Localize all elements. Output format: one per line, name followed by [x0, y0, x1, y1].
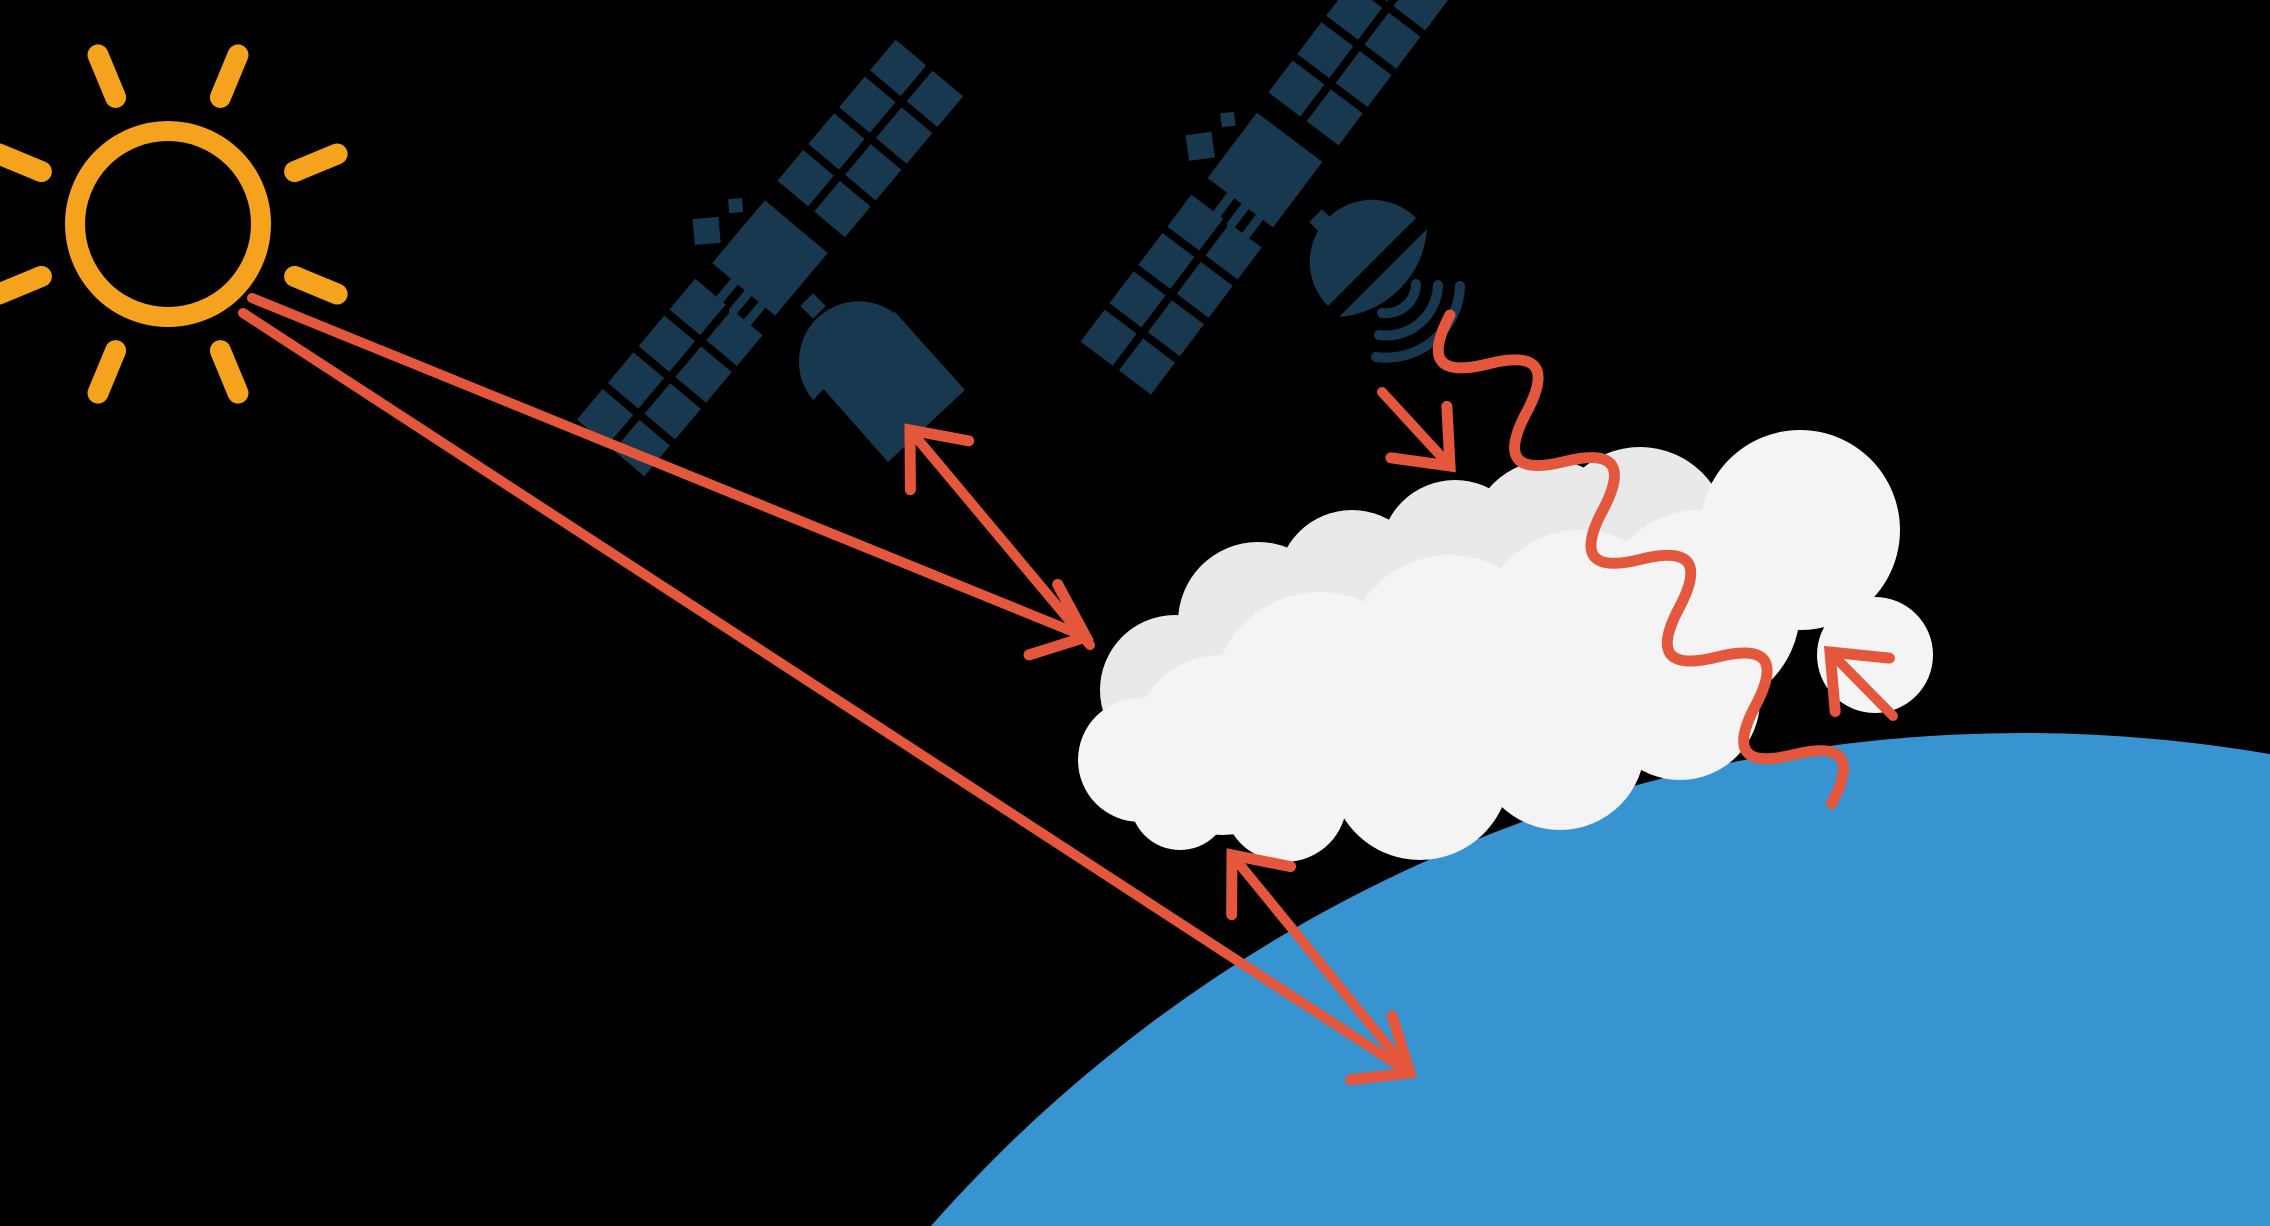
satellite-1-dish-stalk	[800, 293, 826, 319]
surface-return-arrow	[1823, 645, 1898, 721]
radio-waves-icon	[1371, 279, 1465, 363]
earth	[931, 733, 2270, 1226]
satellite-2-dish-face	[1339, 229, 1427, 317]
satellite-2-icon	[1048, 0, 1465, 395]
satellite-1-dish-body	[820, 312, 965, 462]
earth-reflection-to-cloud-arrow	[1226, 848, 1415, 1078]
sun-icon	[0, 44, 348, 404]
sun-disc-outline	[65, 121, 271, 327]
sun-rays	[0, 44, 348, 404]
cloud	[1078, 430, 1933, 862]
satellite-1-dish-dome	[798, 301, 897, 400]
sun-ray-to-earth-arrow	[238, 308, 1418, 1086]
satellite-2-dish-dome	[1309, 199, 1416, 306]
sun-ray-to-cloud-arrow	[247, 293, 1095, 661]
cloud-reflection-to-satellite-1-arrow	[904, 423, 1095, 650]
satellite-2-feed-dot	[1377, 274, 1395, 292]
satellite-1-icon	[546, 14, 965, 476]
microwave-signal-wave	[1432, 309, 1849, 810]
satellite-2-emission-arrow	[1377, 387, 1456, 473]
